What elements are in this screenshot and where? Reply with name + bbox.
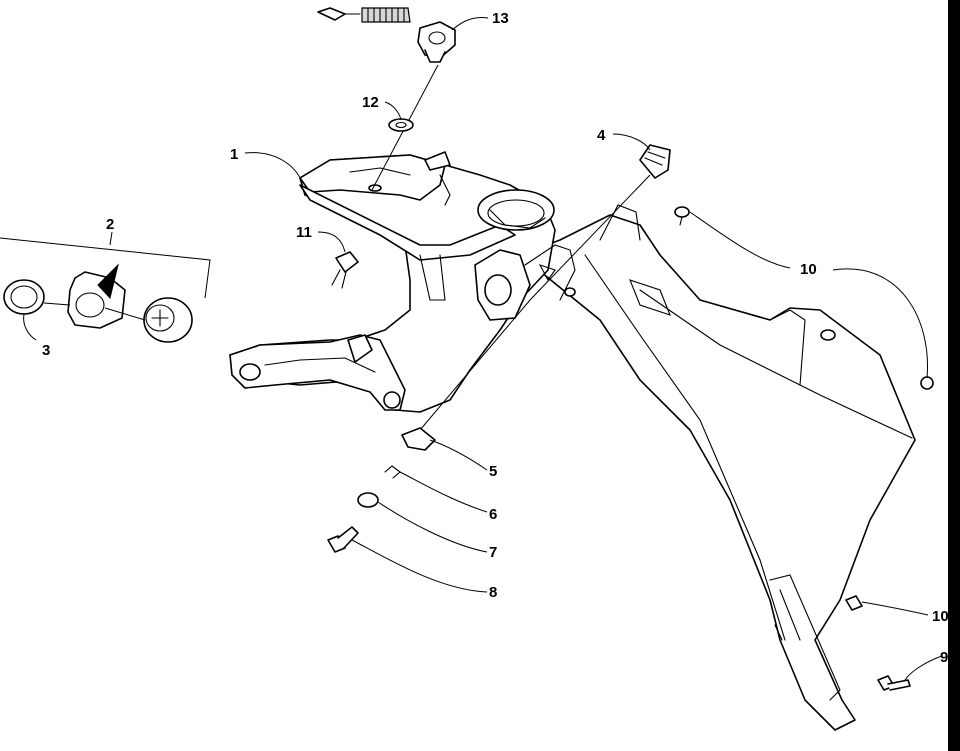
console-housing — [229, 151, 576, 413]
screw-upper — [674, 206, 690, 226]
bezel-ring — [3, 279, 45, 315]
callout-9: 9 — [940, 649, 948, 666]
leader-lines — [23, 16, 943, 681]
callout-1: 1 — [230, 146, 238, 163]
washer — [357, 492, 379, 508]
callout-labels: 1 2 3 4 5 6 7 8 9 10 10 11 12 13 — [42, 10, 949, 666]
callout-10-lower: 10 — [932, 608, 949, 625]
callout-7: 7 — [489, 544, 497, 561]
nut — [388, 118, 414, 132]
lock-washer — [384, 465, 401, 479]
bolt — [877, 675, 911, 691]
callout-5: 5 — [489, 463, 497, 480]
side-panel — [519, 204, 916, 731]
callout-4: 4 — [597, 127, 606, 144]
edge-bar — [948, 0, 960, 751]
callout-8: 8 — [489, 584, 497, 601]
callout-6: 6 — [489, 506, 497, 523]
callout-12: 12 — [362, 94, 379, 111]
wire-connector — [331, 251, 359, 289]
tether-cord — [317, 7, 456, 63]
switch-assembly — [0, 231, 211, 343]
clip — [401, 427, 436, 451]
callout-10-upper: 10 — [800, 261, 817, 278]
callout-13: 13 — [492, 10, 509, 27]
callout-2: 2 — [106, 216, 114, 233]
rubber-boot — [67, 263, 126, 329]
screw-lower — [845, 595, 863, 611]
callout-11: 11 — [296, 224, 312, 241]
switch-body — [143, 297, 193, 343]
cap — [639, 144, 671, 179]
screw — [327, 526, 359, 553]
screw-panel — [920, 376, 934, 390]
callout-3: 3 — [42, 342, 50, 359]
